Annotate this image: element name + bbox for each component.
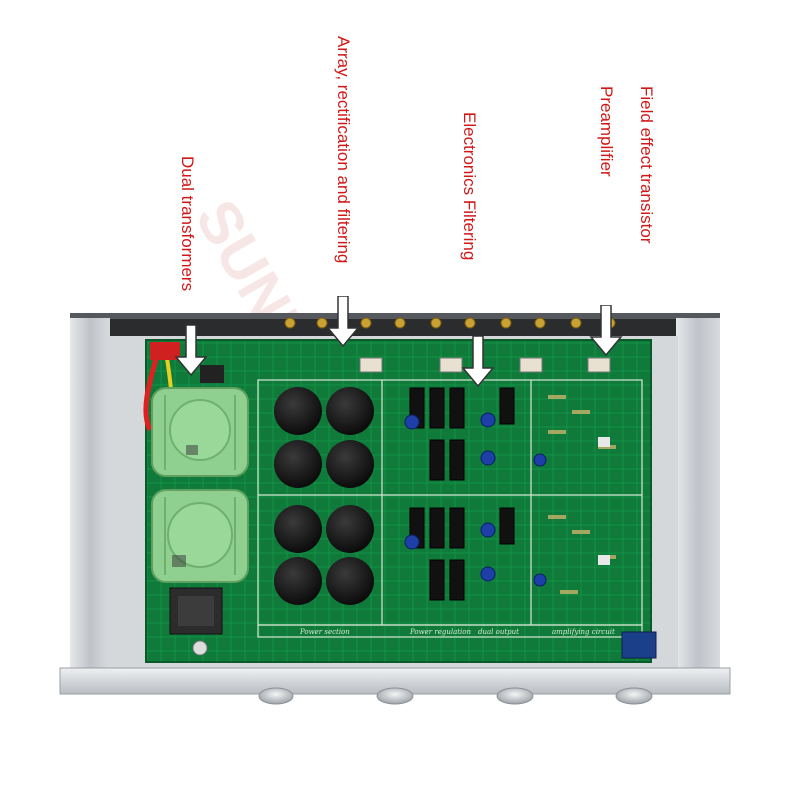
arrow-fet-preamplifier bbox=[589, 305, 623, 357]
label-electronics-filtering: Electronics Filtering bbox=[460, 112, 479, 261]
transformer-bottom bbox=[151, 489, 249, 583]
arrow-electronics-filtering bbox=[461, 336, 495, 388]
label-dual-transformers: Dual transformers bbox=[178, 156, 197, 292]
filter-capacitors bbox=[274, 387, 374, 605]
arrow-rectification-filtering bbox=[326, 296, 360, 348]
arrow-dual-transformers bbox=[174, 325, 208, 377]
small-capacitors bbox=[192, 412, 547, 656]
pcb-label-dual-output: dual output bbox=[478, 628, 519, 636]
pcb-label-amplifying-circuit: amplifying circuit bbox=[552, 628, 615, 636]
transformer-top bbox=[151, 387, 249, 477]
right-side-rail bbox=[676, 318, 720, 688]
label-field-effect-transistor: Field effect transistor bbox=[637, 86, 656, 244]
label-array-rectification-filtering: Array, rectification and filtering bbox=[334, 36, 353, 264]
pcb-label-power-section: Power section bbox=[299, 628, 350, 636]
rca-jacks bbox=[284, 317, 616, 329]
front-knobs bbox=[258, 687, 653, 705]
left-side-rail bbox=[70, 318, 110, 688]
pcb-label-power-regulation: Power regulation bbox=[409, 628, 472, 636]
label-preamplifier: Preamplifier bbox=[597, 86, 616, 177]
heatsinks bbox=[409, 387, 515, 601]
